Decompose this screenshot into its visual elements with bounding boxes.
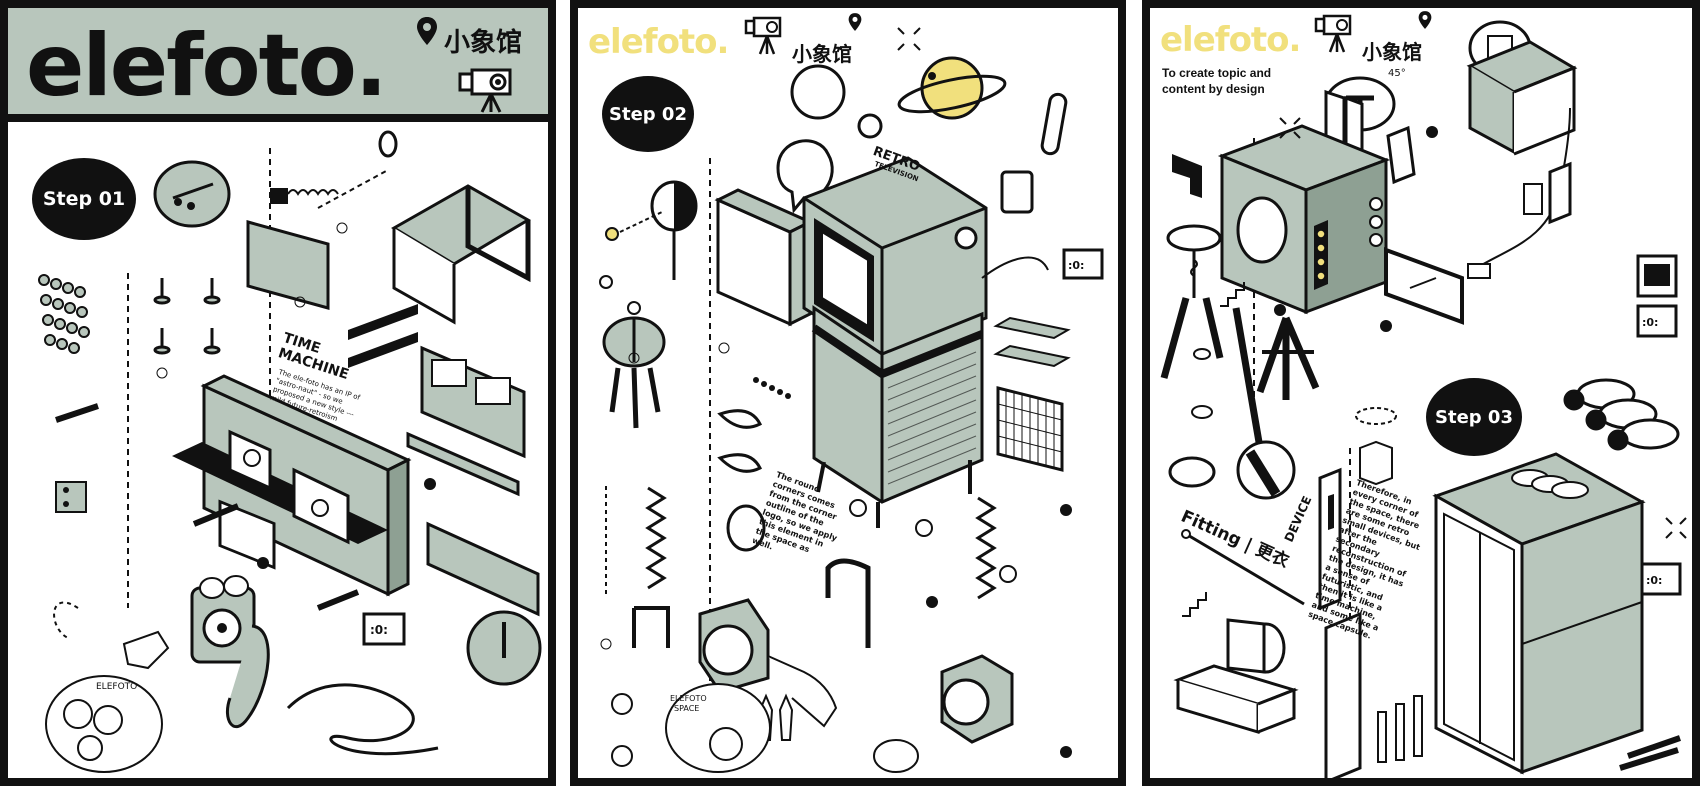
svg-text::0:: :0:	[1646, 574, 1662, 587]
camera-icon	[458, 64, 522, 119]
space-badge-label: SPACE	[674, 704, 700, 713]
svg-text::0:: :0:	[1068, 259, 1084, 272]
poster-step-03: elefoto. 小象馆 To create topic and content…	[1142, 0, 1700, 786]
brand-chinese-name: 小象馆	[792, 42, 852, 66]
camera-icon	[1314, 12, 1358, 59]
brand-chinese-name: 小象馆	[444, 28, 523, 58]
step-02-badge: Step 02	[602, 76, 694, 152]
angle-label: 45°	[1388, 68, 1406, 79]
brand-logo-small: elefoto.	[1160, 20, 1301, 60]
location-pin-icon	[848, 12, 862, 37]
tagline-line-1: To create topic and	[1162, 66, 1272, 80]
brand-chinese-name: 小象馆	[1362, 40, 1422, 64]
svg-text::0:: :0:	[370, 623, 388, 637]
tagline-line-2: content by design	[1162, 82, 1265, 96]
poster-header: elefoto. 小象馆	[8, 8, 548, 122]
step-01-badge: Step 01	[32, 158, 136, 240]
location-pin-icon	[1418, 10, 1432, 35]
retro-television-illustration: :0:	[599, 27, 1104, 773]
poster-step-02: elefoto. 小象馆 Step 02	[570, 0, 1126, 786]
time-machine-illustration: :0:	[38, 130, 542, 773]
brand-logo: elefoto.	[26, 16, 387, 116]
elefoto-badge-label: ELEFOTO	[96, 682, 138, 692]
svg-text::0:: :0:	[1642, 316, 1658, 329]
poster-step-01: elefoto. 小象馆 Step 01	[0, 0, 556, 786]
fitting-room-illustration: :0: :0:	[1160, 20, 1687, 778]
step-03-badge: Step 03	[1426, 378, 1522, 456]
elefoto-badge-label: ELEFOTO	[670, 694, 707, 703]
brand-logo-small: elefoto.	[588, 22, 729, 62]
camera-icon	[744, 14, 788, 61]
location-pin-icon	[416, 16, 438, 51]
